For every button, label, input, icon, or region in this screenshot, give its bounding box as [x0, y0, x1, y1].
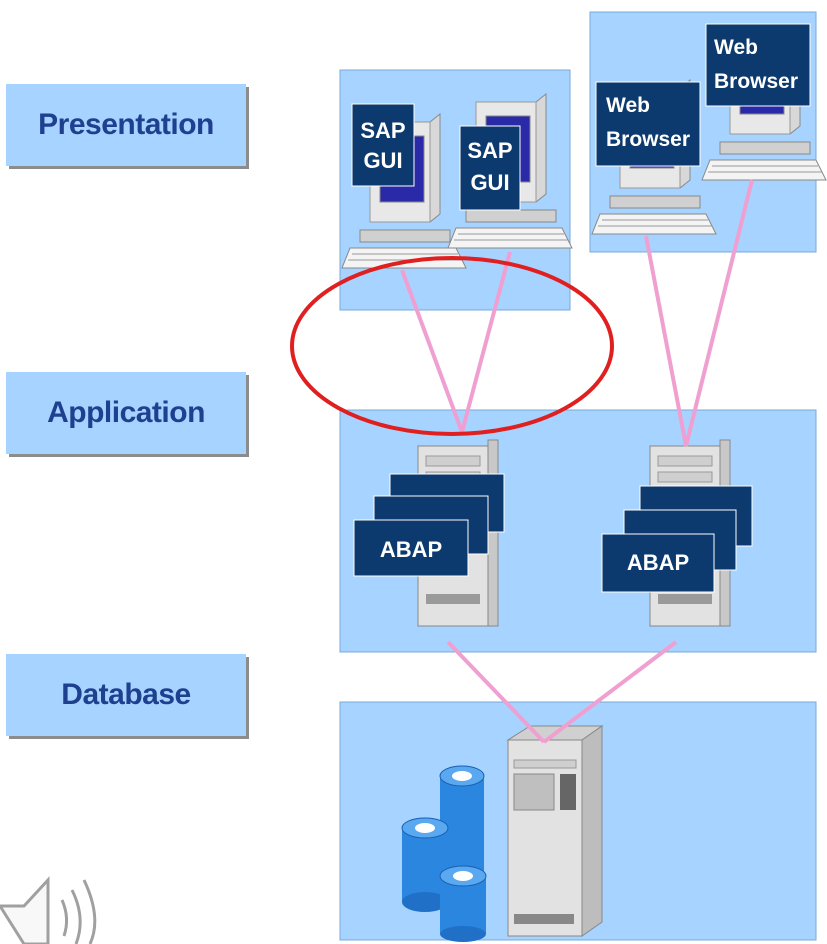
connector-sapgui1-app1: [400, 269, 464, 433]
connector-app1-db: [446, 640, 546, 744]
sap-gui-1-label-box: [351, 103, 415, 187]
app-server-1: ABAP: [353, 439, 505, 627]
web-browser-2-line2: Browser: [714, 70, 798, 93]
connector-web1-app2: [644, 235, 688, 447]
layer-label-database: Database: [6, 654, 246, 736]
abap-1-text: ABAP: [380, 537, 442, 562]
layer-label-application: Application: [6, 372, 246, 454]
connector-app2-db: [542, 640, 678, 744]
layer-label-database-text: Database: [61, 678, 191, 711]
sap-gui-2-line1: SAP: [467, 138, 512, 163]
layer-label-presentation-text: Presentation: [38, 108, 214, 141]
web-browser-2-line1: Web: [714, 36, 758, 59]
web-browser-computer-2: Web Browser: [701, 23, 827, 181]
web-browser-1-line1: Web: [606, 94, 650, 117]
database-server-tower: [506, 725, 604, 937]
web-browser-1-line2: Browser: [606, 128, 690, 151]
layer-label-presentation: Presentation: [6, 84, 246, 166]
sap-gui-computer-2: SAP GUI: [447, 93, 573, 249]
sap-gui-2-label-box: [459, 125, 521, 211]
connector-web2-app2: [684, 179, 754, 447]
layer-label-application-text: Application: [47, 396, 205, 429]
sap-gui-1-line1: SAP: [360, 118, 405, 143]
connectors: [400, 179, 754, 744]
sap-gui-2-line2: GUI: [470, 170, 509, 195]
sap-gui-computer-1: SAP GUI: [341, 103, 467, 269]
database-cylinders: [401, 765, 487, 942]
sap-gui-1-line2: GUI: [363, 148, 402, 173]
web-browser-2-label-box: [705, 23, 811, 107]
abap-2-label-box: [601, 533, 715, 593]
abap-1-label-box: [353, 519, 469, 577]
app-server-2: ABAP: [601, 439, 753, 627]
abap-2-text: ABAP: [627, 550, 689, 575]
connector-sapgui2-app1: [460, 251, 512, 433]
highlight-ellipse: [290, 256, 614, 436]
speaker-icon[interactable]: [0, 876, 97, 944]
web-browser-computer-1: Web Browser: [591, 79, 717, 235]
web-browser-1-label-box: [595, 81, 701, 167]
